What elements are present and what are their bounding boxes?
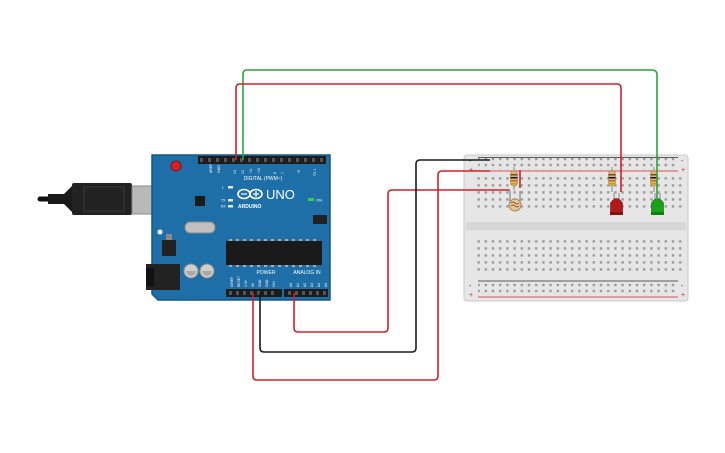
bottom-power-rail bbox=[478, 283, 678, 295]
bottom-rail-pos-sign: + bbox=[469, 292, 473, 299]
svg-text:5V: 5V bbox=[251, 282, 255, 287]
svg-text:A5: A5 bbox=[324, 283, 328, 287]
lower-terminal-strip bbox=[474, 236, 682, 272]
analog-pin-labels: A0 A1 A2 A3 A4 A5 bbox=[289, 283, 328, 287]
usb-plug-body bbox=[72, 183, 132, 215]
regulator-tab bbox=[166, 234, 172, 240]
svg-text:~5: ~5 bbox=[297, 170, 301, 174]
svg-text:A2: A2 bbox=[303, 283, 307, 287]
svg-text:~10: ~10 bbox=[257, 168, 261, 174]
wire-red-5v-to-rail[interactable] bbox=[252, 170, 490, 381]
arduino-logo bbox=[237, 188, 263, 200]
gnd-pin-label: GND bbox=[217, 165, 221, 173]
tx-led bbox=[228, 199, 233, 202]
usb-chip bbox=[195, 196, 205, 206]
green-led[interactable] bbox=[651, 193, 664, 215]
svg-text:7: 7 bbox=[281, 172, 285, 174]
analog-header bbox=[284, 289, 328, 297]
top-rail-neg-sign-right: - bbox=[681, 158, 684, 165]
svg-text:VIN: VIN bbox=[272, 281, 276, 287]
chip-pins bbox=[229, 239, 316, 267]
svg-text:GND: GND bbox=[258, 279, 262, 287]
svg-text:TX 1: TX 1 bbox=[313, 169, 317, 176]
resistor-red-led[interactable] bbox=[608, 167, 616, 192]
svg-text:12: 12 bbox=[241, 170, 245, 174]
l-led bbox=[228, 186, 233, 189]
on-label: ON bbox=[316, 198, 322, 203]
photoresistor[interactable] bbox=[508, 191, 522, 212]
wire-black-gnd-to-rail[interactable] bbox=[259, 159, 490, 353]
usb-plug-strain-relief bbox=[48, 186, 72, 212]
voltage-regulator bbox=[162, 240, 176, 256]
top-power-rail bbox=[478, 158, 678, 170]
tx-led-label: TX bbox=[221, 199, 226, 203]
bottom-rail-neg-sign-right: - bbox=[681, 283, 684, 290]
digital-header-pins bbox=[200, 158, 323, 162]
svg-text:A4: A4 bbox=[317, 283, 321, 287]
atmega-chip bbox=[226, 241, 322, 265]
board-brand: ARDUINO bbox=[238, 204, 261, 210]
usb-plug-grip bbox=[83, 186, 125, 212]
rx-led-label: RX bbox=[221, 205, 227, 209]
bottom-header-pins bbox=[229, 291, 326, 295]
top-rail-neg-sign: - bbox=[469, 158, 472, 165]
digital-header bbox=[198, 156, 326, 164]
svg-text:~11: ~11 bbox=[249, 168, 253, 174]
wire-red-a0-to-ldr[interactable] bbox=[293, 189, 510, 333]
svg-text:RESET: RESET bbox=[237, 276, 241, 287]
arduino-uno-board[interactable]: DIGITAL (PWM~) AREF GND 13 12 ~11 ~10 8 … bbox=[37, 154, 331, 301]
svg-text:3.3V: 3.3V bbox=[244, 279, 248, 287]
analog-in-label: ANALOG IN bbox=[293, 270, 321, 276]
svg-text:A3: A3 bbox=[310, 283, 314, 287]
red-led[interactable] bbox=[610, 193, 623, 215]
power-header bbox=[226, 289, 282, 297]
bottom-rail-pos-sign-right: + bbox=[681, 292, 685, 299]
wire-red-pin13-to-red-led[interactable] bbox=[235, 83, 622, 192]
svg-text:A0: A0 bbox=[289, 283, 293, 287]
l-led-label: L bbox=[222, 186, 224, 190]
bottom-rail-neg-sign: - bbox=[469, 283, 472, 290]
center-channel bbox=[466, 222, 686, 230]
resistor-ldr[interactable] bbox=[510, 167, 518, 190]
svg-text:GND: GND bbox=[265, 279, 269, 287]
board-model: UNO bbox=[266, 187, 295, 202]
reset-button[interactable] bbox=[170, 160, 182, 172]
svg-text:A1: A1 bbox=[296, 283, 300, 287]
wire-green-pin12-to-green-led[interactable] bbox=[242, 69, 658, 198]
crystal bbox=[184, 221, 216, 234]
digital-label: DIGITAL (PWM~) bbox=[244, 176, 283, 182]
power-pin-labels: IOREF RESET 3.3V 5V GND GND VIN bbox=[230, 276, 276, 287]
aref-pin-label: AREF bbox=[209, 164, 213, 173]
icsp-header bbox=[313, 215, 327, 224]
rx-led bbox=[228, 205, 233, 208]
svg-text:13: 13 bbox=[233, 170, 237, 174]
power-led bbox=[308, 198, 314, 201]
top-rail-pos-sign-right: + bbox=[681, 167, 685, 174]
digital-pin-labels: 13 12 ~11 ~10 8 7 ~5 TX 1 bbox=[233, 168, 317, 176]
mount-hole bbox=[157, 229, 163, 235]
svg-text:IOREF: IOREF bbox=[230, 277, 234, 287]
svg-text:8: 8 bbox=[273, 172, 277, 174]
power-label: POWER bbox=[257, 270, 276, 276]
